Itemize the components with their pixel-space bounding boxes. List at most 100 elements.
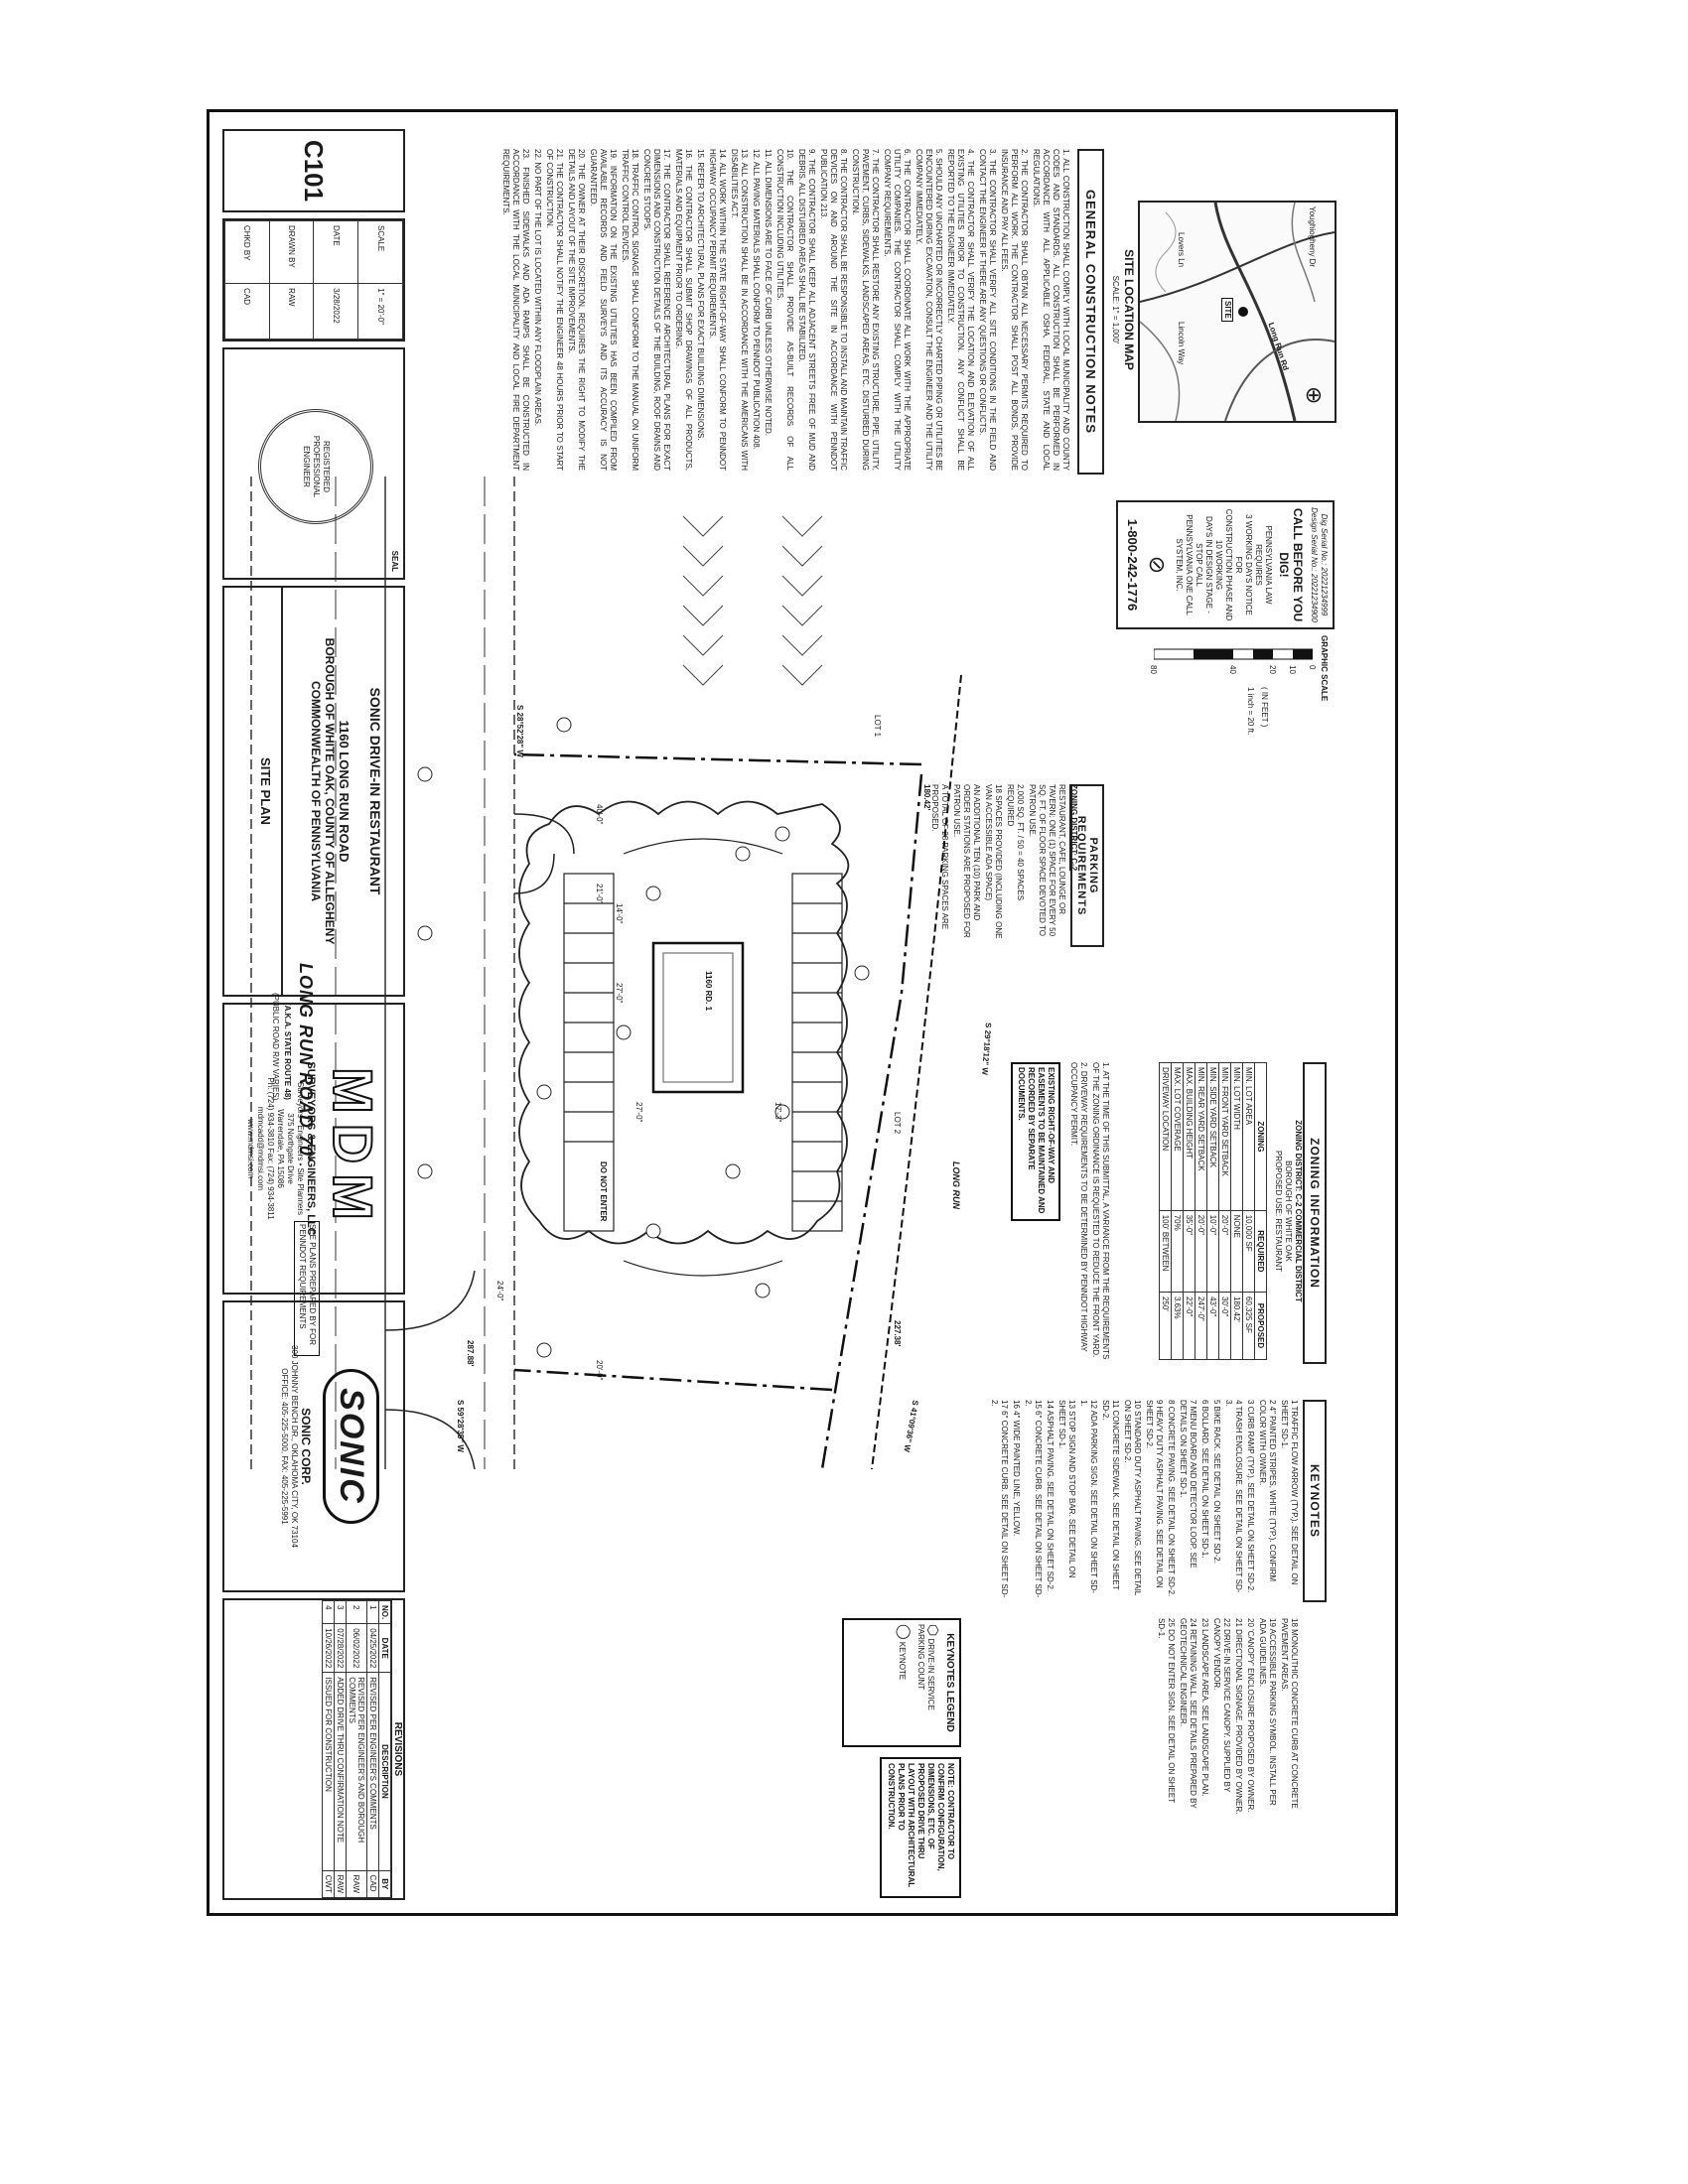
parking-item: RESTAURANT, CAFE, LOUNGE OR TAVERN: ONE … [1028, 784, 1066, 937]
keynote-item: 23 LANDSCAPE AREA. SEE LANDSCAPE PLAN. [1200, 1618, 1209, 1797]
general-note: 3. THE CONTRACTOR SHALL VERIFY ALL SITE … [978, 149, 997, 471]
map-road-label: Lincoln Way [1177, 322, 1186, 365]
cell: DATE [314, 220, 358, 284]
dimension: 21'-0" [595, 884, 604, 904]
dimension: 27'-0" [634, 1102, 643, 1123]
site-location-map: Long Run Rd Youghiogheny Dr Lincoln Way … [1138, 201, 1336, 423]
keynote-item: 21 DIRECTIONAL SIGNAGE. PROVIDED BY OWNE… [1234, 1618, 1243, 1815]
general-note: 17. THE CONTRACTOR SHALL REFERENCE ARCHI… [642, 149, 671, 471]
parking-item: 18 SPACES PROVIDED (INCLUDING ONE VAN AC… [984, 784, 1003, 939]
parking-item: 2,000 SQ. FT. / 50 = 40 SPACES REQUIRED [1006, 784, 1025, 901]
project-commonwealth: COMMONWEALTH OF PENNSYLVANIA [309, 681, 323, 901]
general-note: 23. FINISHED SIDEWALKS AND ADA RAMPS SHA… [501, 149, 530, 471]
keynote-item: 9 HEAVY DUTY ASPHALT PAVING. SEE DETAIL … [1145, 1400, 1164, 1588]
zoning-notes: 1. AT THE TIME OF THIS SUBMITTAL, A VARI… [1066, 1062, 1110, 1360]
lot-label: LOT 2 [893, 1112, 902, 1135]
map-title: SITE LOCATION MAP [1122, 249, 1136, 370]
drive-thru-note: NOTE: CONTRACTOR TO CONFIRM CONFIGURATIO… [880, 1757, 961, 1898]
dig-line: DAYS IN DESIGN STAGE - STOP CALL [1195, 516, 1213, 614]
cell: RAW [346, 1870, 367, 1898]
general-note: 15. REFER TO ARCHITECTURAL PLANS FOR EXA… [696, 149, 705, 441]
cell: 10'-0" [1206, 1210, 1219, 1293]
zoning-title: ZONING INFORMATION [1303, 1062, 1327, 1364]
scale-tick: 20 [1268, 665, 1277, 674]
cell: CWT [322, 1870, 335, 1898]
engineer-seal: REGISTERED PROFESSIONAL ENGINEER [258, 409, 373, 524]
keynotes-list-2: 18 MONOLITHIC CONCRETE CURB AT CONCRETE … [971, 1618, 1299, 1817]
no-dig-icon: ⊘ [1145, 555, 1170, 575]
mdm-web: www.mdmsi.com [246, 1118, 255, 1178]
legend-row: ⬡ DRIVE-IN SERVICE PARKING COUNT [915, 1624, 941, 1741]
cell: 22'-0" [1183, 1292, 1196, 1360]
cell: DRAWN BY [269, 220, 314, 284]
revisions-title: REVISIONS [391, 1600, 403, 1898]
cell: RAW [269, 283, 314, 340]
drawing-sheet: Long Run Rd Youghiogheny Dr Lincoln Way … [207, 109, 1398, 1916]
zoning-box: EXISTING RIGHT-OF-WAY AND EASEMENTS TO B… [1011, 1062, 1060, 1221]
cell: CHKD BY [224, 220, 270, 284]
keynote-item: 11 CONCRETE SIDEWALK. SEE DETAIL ON SHEE… [1101, 1400, 1120, 1590]
building-label: 1160 RD. 1 [704, 971, 713, 1012]
keynote-item: 5 BIKE RACK. SEE DETAIL ON SHEET SD-2. [1212, 1400, 1221, 1564]
general-note: 9. THE CONTRACTOR SHALL KEEP ALL ADJACEN… [797, 149, 816, 471]
design-serial: Design Serial No.: 20221234900 [1310, 507, 1319, 622]
zoning-municipality: BOROUGH OF WHITE OAK [1284, 1160, 1293, 1262]
zoning-col-header: ZONING [1254, 1062, 1267, 1211]
cell: NONE [1230, 1210, 1243, 1293]
keynote-item: 1 TRAFFIC FLOW ARROW (TYP.). SEE DETAIL … [1280, 1400, 1299, 1585]
keynote-item: 22 DRIVE-IN SERVICE CANOPY. SUPPLIED BY … [1212, 1618, 1231, 1793]
cell: RAW [334, 1870, 347, 1898]
cell: 10,000 SF [1242, 1210, 1255, 1293]
project-block: SONIC DRIVE-IN RESTAURANT 1160 LONG RUN … [222, 586, 405, 997]
general-note: 1. ALL CONSTRUCTION SHALL COMPLY WITH LO… [1032, 149, 1070, 471]
keynote-item: 19 ACCESSIBLE PARKING SYMBOL. INSTALL PE… [1258, 1618, 1277, 1806]
keynote-item: 4 TRASH ENCLOSURE. SEE DETAIL ON SHEET S… [1224, 1400, 1243, 1593]
scale-title: GRAPHIC SCALE [1320, 635, 1329, 702]
seal-label: SEAL [390, 550, 399, 572]
keynote-item: 20 'CANOPY' ENCLOSURE PROPOSED BY OWNER. [1246, 1618, 1255, 1813]
sonic-logo: SONIC [323, 1369, 379, 1524]
site-plan-drawing [250, 477, 962, 1469]
cell: CAD [224, 283, 270, 340]
cell: 06/02/2022 [346, 1623, 367, 1673]
general-notes-title: GENERAL CONSTRUCTION NOTES [1077, 149, 1104, 475]
sheet-title: SITE PLAN [258, 588, 283, 995]
keynote-item: 15 6" CONCRETE CURB. SEE DETAIL ON SHEET… [1024, 1400, 1043, 1598]
mdm-name: SURVEYORS & ENGINEERS, LLC [305, 1061, 317, 1236]
distance-label: 287.88' [466, 1340, 475, 1367]
dig-serial: Dig Serial No.: 20221234999 [1320, 513, 1329, 616]
scale-tick: 80 [1149, 665, 1158, 674]
keynote-item: 24 RETAINING WALL. SEE DETAILS PREPARED … [1179, 1618, 1197, 1809]
map-road-label: Lovers Ln [1177, 232, 1186, 268]
bearing-label: S 28°52'28" W [515, 705, 524, 757]
dimension: 17'-3" [774, 1102, 782, 1123]
keynote-item: 12 ADA PARKING SIGN. SEE DETAIL ON SHEET… [1079, 1400, 1098, 1593]
keynote-item: 7 MENU BOARD AND DETECTOR LOOP. SEE DETA… [1179, 1400, 1197, 1569]
cell: 3.63% [1171, 1292, 1184, 1360]
general-note: 19. INFORMATION ON THE EXISTING UTILITIE… [589, 149, 618, 471]
general-note: 12. ALL PAVING MATERIALS SHALL CONFORM T… [752, 149, 761, 450]
zoning-note: 2. DRIVEWAY REQUIREMENTS TO BE DETERMINE… [1069, 1062, 1088, 1352]
cell: 43'-0" [1206, 1292, 1219, 1360]
seal-text: REGISTERED PROFESSIONAL ENGINEER [302, 435, 331, 498]
creek-label: LONG RUN [951, 1161, 961, 1209]
general-note: 14. ALL WORK WITHIN THE STATE RIGHT-OF-W… [708, 149, 727, 471]
legend-title: KEYNOTES LEGEND [944, 1633, 955, 1732]
dimension: 20'-0" [595, 1360, 604, 1381]
seal-block: SEAL REGISTERED PROFESSIONAL ENGINEER [222, 347, 405, 580]
keynotes-legend: KEYNOTES LEGEND ⬡ DRIVE-IN SERVICE PARKI… [842, 1618, 961, 1747]
do-not-enter-label: DO NOT ENTER [599, 1161, 608, 1222]
cell: ADDED DRIVE THRU CONFIRMATION NOTE [334, 1672, 347, 1871]
keynote-item: 3 CURB RAMP (TYP.). SEE DETAIL ON SHEET … [1246, 1400, 1255, 1593]
rev-col-header: BY [378, 1870, 391, 1898]
cell: 35'-0" [1183, 1210, 1196, 1293]
